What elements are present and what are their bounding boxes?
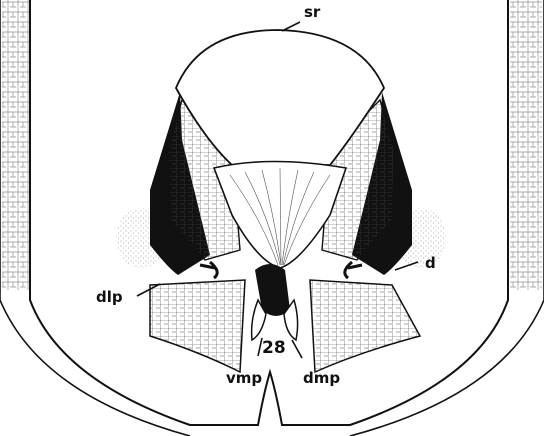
label-dlp: dlp [96, 288, 123, 306]
label-sr: sr [304, 3, 321, 21]
label-vmp: vmp [226, 369, 262, 387]
figure-number: 28 [262, 338, 286, 358]
label-dmp: dmp [303, 369, 340, 387]
median-process [252, 264, 298, 340]
label-d: d [425, 254, 436, 272]
